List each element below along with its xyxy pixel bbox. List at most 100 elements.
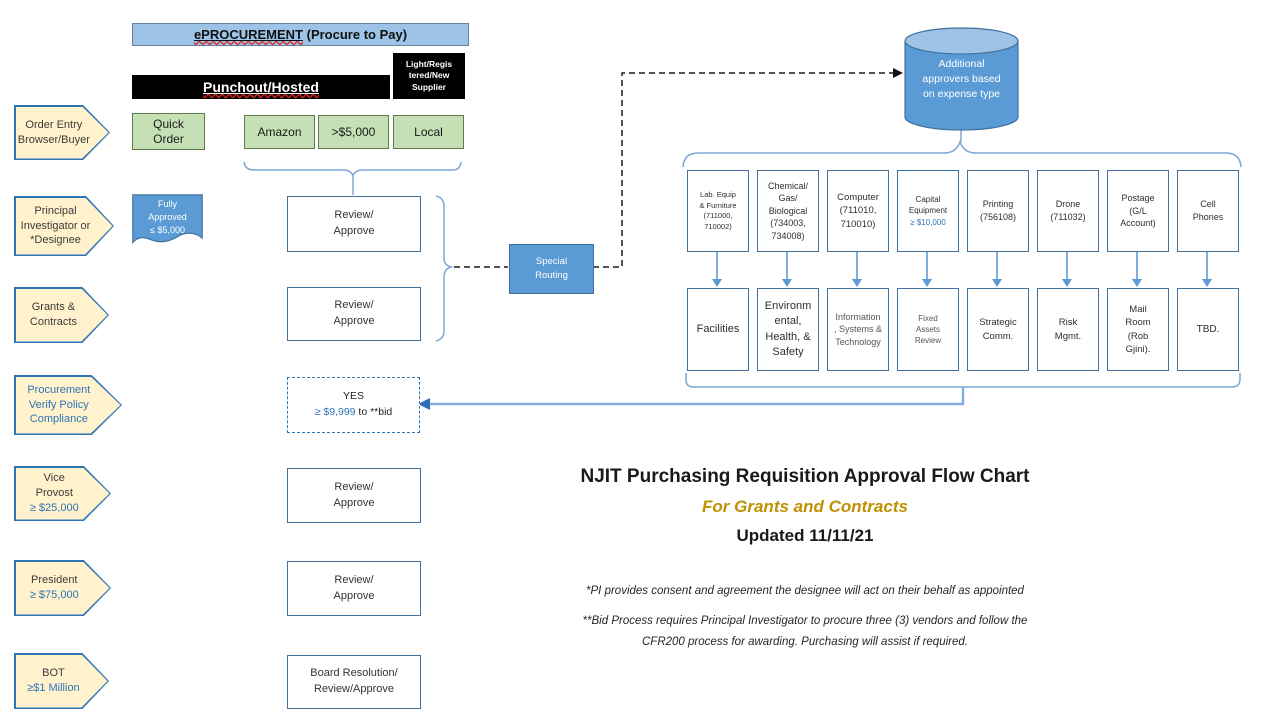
expense-box-lab-equip: Lab. Equip & Furniture (711000, 710002) [687,170,749,252]
local-box: Local [393,115,464,149]
approver-box-strategic-comm: Strategic Comm. [967,288,1029,371]
role-amount: ≥ $25,000 [29,501,79,514]
yes-rest: to **bid [355,406,393,418]
brace-punchout [243,161,462,179]
punchout-hosted-bar: Punchout/Hosted [132,75,390,99]
approver-label: Information , Systems & Technology [833,311,882,347]
role-label: Grants & Contracts [29,301,77,328]
role-amount: ≥$1 Million [27,682,80,694]
approver-label: Mail Room (Rob Gjini). [1125,303,1151,355]
role-procurement-compliance: Procurement Verify Policy Compliance [14,375,122,435]
approver-label: Fixed Assets Review [914,313,942,346]
fully-approved-shape: Fully Approved ≤ $5,000 [132,194,203,251]
special-routing-box: Special Routing [509,244,594,294]
role-president: President ≥ $75,000 [14,560,111,616]
role-amount: ≥ $75,000 [29,589,79,601]
bracket-under-grid [685,373,1241,388]
expense-box-chemical: Chemical/ Gas/ Biological (734003, 73400… [757,170,819,252]
expense-box-drone: Drone (711032) [1037,170,1099,252]
expense-box-printing: Printing (756108) [967,170,1029,252]
approver-label: Environm ental, Health, & Safety [764,299,812,358]
approver-label: Facilities [696,322,740,335]
expense-box-postage: Postage (G/L Account) [1107,170,1169,252]
footnote-bid-line2: CFR200 process for awarding. Purchasing … [642,635,968,648]
role-label: Vice Provost [35,472,73,500]
amazon-label: Amazon [257,124,302,139]
chart-subtitle: For Grants and Contracts [702,497,908,516]
role-label: President [31,574,78,587]
role-label: BOT [42,667,65,680]
role-order-entry: Order Entry Browser/Buyer [14,105,110,160]
supplier-label: Light/Regis tered/New Supplier [405,58,453,92]
approver-box-tbd: TBD. [1177,288,1239,371]
over-5000-label: >$5,000 [331,124,376,139]
approver-label: Strategic Comm. [979,317,1017,342]
approver-box-ist: Information , Systems & Technology [827,288,889,371]
approver-box-risk-mgmt: Risk Mgmt. [1037,288,1099,371]
quick-order-box: Quick Order [132,113,205,150]
cylinder-shape [904,27,1019,131]
local-label: Local [414,124,443,139]
role-principal-investigator: Principal Investigator or *Designee [14,196,114,256]
amazon-box: Amazon [244,115,315,149]
yes-label: YES [342,390,364,403]
approver-box-facilities: Facilities [687,288,749,371]
review-approve-box-3: Review/ Approve [287,468,421,523]
additional-approvers-cylinder: Additional approvers based on expense ty… [904,27,1019,131]
role-label: Order Entry Browser/Buyer [17,118,90,146]
role-label: Principal Investigator or *Designee [20,204,91,247]
expense-label: Drone (711032) [1050,199,1086,222]
review-approve-box-2: Review/ Approve [287,287,421,341]
review-approve-label: Review/ Approve [333,209,375,237]
board-resolution-box: Board Resolution/ Review/Approve [287,655,421,709]
expense-box-cell-phones: Cell Phones [1177,170,1239,252]
approver-label: TBD. [1196,323,1220,335]
yes-bid-box: YES ≥ $9,999 to **bid [287,377,420,433]
expense-label: Lab. Equip & Furniture (711000, 710002) [699,190,737,231]
expense-label: Computer (711010, 710010) [837,192,879,230]
quick-order-label: Quick Order [153,116,184,146]
yes-amount: ≥ $9,999 [314,406,356,418]
role-grants-contracts: Grants & Contracts [14,287,109,343]
document-shape [132,194,203,245]
approver-label: Risk Mgmt. [1054,317,1082,342]
expense-label: Capital Equipment [908,195,948,216]
over-5000-box: >$5,000 [318,115,389,149]
role-vice-provost: Vice Provost≥ $25,000 [14,466,111,521]
expense-box-computer: Computer (711010, 710010) [827,170,889,252]
expense-label: Cell Phones [1192,199,1224,222]
cylinder-label: Additional approvers based on expense ty… [922,58,1001,101]
review-approve-box-1: Review/ Approve [287,196,421,252]
chart-title: NJIT Purchasing Requisition Approval Flo… [580,466,1030,487]
fully-approved-label: Fully Approved ≤ $5,000 [148,199,187,236]
approver-box-fixed-assets: Fixed Assets Review [897,288,959,371]
chart-updated-date: Updated 11/11/21 [736,526,874,545]
grid-arrows [712,252,1212,287]
footnote-bid-line1: **Bid Process requires Principal Investi… [582,615,1028,627]
expense-amount: ≥ $10,000 [910,217,946,227]
punchout-label: Punchout/Hosted [203,79,319,95]
expense-label: Postage (G/L Account) [1120,193,1156,229]
review-approve-box-4: Review/ Approve [287,561,421,616]
role-label: Procurement Verify Policy Compliance [27,383,91,426]
expense-label: Printing (756108) [979,199,1017,222]
approver-box-ehs: Environm ental, Health, & Safety [757,288,819,371]
arrow-grid-to-yes [429,387,965,406]
special-routing-label: Special Routing [535,256,568,281]
dashed-arrowhead [893,68,903,78]
brace-review [435,195,454,342]
expense-label: Chemical/ Gas/ Biological (734003, 73400… [767,180,808,241]
footnote-bid-process: **Bid Process requires Principal Investi… [445,611,1165,652]
brace-expense-grid [682,139,1242,168]
review-approve-label: Review/ Approve [333,573,375,602]
eprocurement-word: ePROCUREMENT [193,27,304,42]
eprocurement-rest: (Procure to Pay) [303,27,408,42]
light-registered-supplier-box: Light/Regis tered/New Supplier [393,53,465,99]
board-resolution-label: Board Resolution/ Review/Approve [310,667,398,695]
review-approve-label: Review/ Approve [333,480,375,509]
role-bot: BOT ≥$1 Million [14,653,109,709]
approver-box-mail-room: Mail Room (Rob Gjini). [1107,288,1169,371]
eprocurement-header: ePROCUREMENT (Procure to Pay) [132,23,469,46]
expense-box-capital-equipment: Capital Equipment≥ $10,000 [897,170,959,252]
